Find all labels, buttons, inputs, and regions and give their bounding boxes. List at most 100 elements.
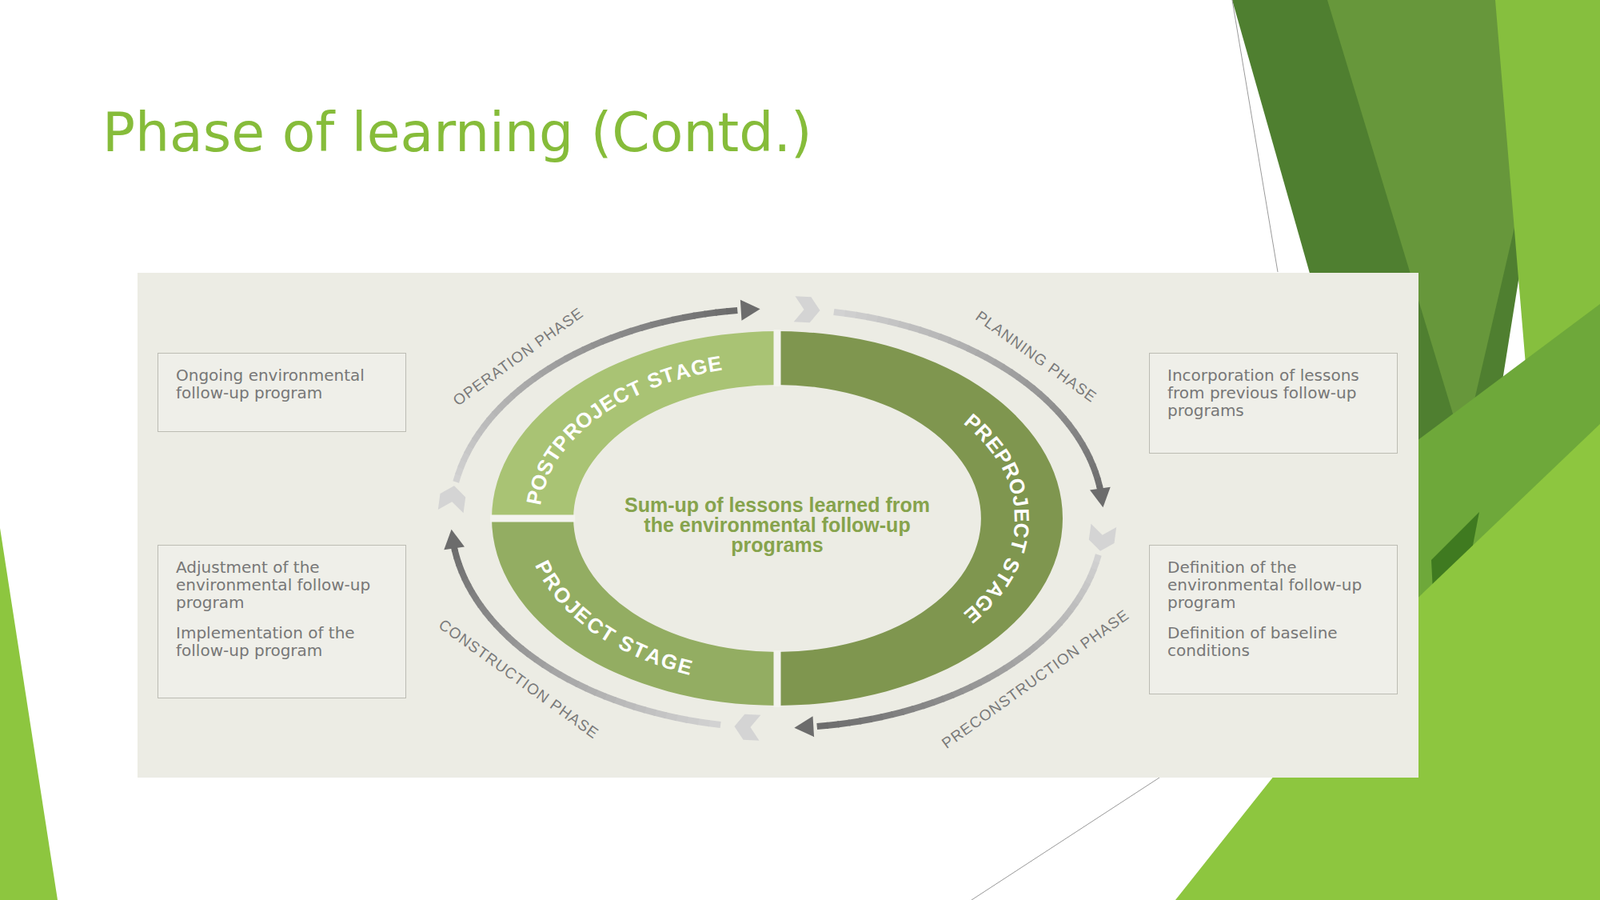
arrow-arc	[938, 335, 950, 340]
ring-gap	[490, 514, 575, 523]
arrow-chevron	[1089, 523, 1117, 551]
arrow-arc	[1087, 575, 1092, 584]
arrow-arc	[661, 319, 674, 323]
arrow-arc	[1065, 609, 1071, 617]
arrow-arc	[941, 694, 954, 699]
arrow-arc	[458, 563, 463, 572]
arrow-head	[794, 715, 814, 737]
arrow-arc	[467, 584, 472, 593]
arrow-arc	[511, 389, 520, 396]
arrow-arc	[576, 683, 587, 689]
arrow-arc	[671, 317, 684, 320]
info-box: Ongoing environmental follow-up program	[157, 352, 407, 432]
arrow-arc	[1041, 634, 1049, 642]
arrow-head	[443, 529, 465, 551]
arrow-arc	[591, 341, 603, 347]
arrow-arc	[1068, 423, 1074, 431]
arrow-arc	[932, 698, 944, 703]
arrow-arc	[1092, 464, 1096, 473]
arrow-arc	[1063, 417, 1070, 425]
arrow-arc	[988, 672, 998, 679]
stage-ring	[491, 331, 1063, 706]
arrow-arc	[957, 343, 969, 349]
arrow-arc	[909, 326, 922, 330]
diagram-panel	[137, 272, 1419, 778]
arrow-arc	[582, 345, 594, 351]
arrow-arc	[501, 630, 509, 638]
arrow-arc	[1097, 478, 1101, 487]
arrow-arc	[485, 611, 491, 619]
phase-arrow	[794, 523, 1117, 737]
arrow-arc	[533, 373, 543, 380]
center-caption: Sum-up of lessons learned from the envir…	[617, 494, 938, 555]
arrow-arc	[494, 406, 501, 415]
arrow-arc	[542, 664, 553, 671]
arrow-arc	[1025, 382, 1034, 389]
arrow-arc	[1012, 657, 1022, 664]
arrow-arc	[912, 705, 925, 709]
arrow-arc	[1020, 651, 1030, 659]
arrow-arc	[826, 723, 840, 726]
arrow-arc	[697, 721, 711, 723]
arrow-arc	[693, 313, 707, 316]
arrow-arc	[707, 722, 721, 725]
ring-gap	[774, 329, 782, 387]
arrow-head	[1089, 486, 1111, 508]
arrow-arc	[1047, 628, 1055, 636]
stage-letter: C	[1009, 521, 1033, 539]
ring-segment	[491, 331, 778, 519]
phase-label: OPERATION PHASE	[450, 304, 587, 410]
arrow-arc	[833, 311, 847, 314]
info-box: Adjustment of the environmental follow-u…	[157, 544, 407, 699]
arrow-arc	[993, 361, 1004, 368]
arrow-arc	[979, 677, 990, 683]
arrow-arc	[1052, 405, 1059, 413]
arrow-arc	[1083, 582, 1088, 591]
thin-line	[971, 777, 1160, 900]
stage-letter: J	[1009, 493, 1032, 509]
green-shape	[0, 527, 58, 900]
arrow-arc	[967, 347, 978, 353]
arrow-arc	[869, 716, 882, 719]
arrow-arc	[1081, 443, 1086, 452]
arrow-arc	[528, 653, 538, 660]
arrow-arc	[455, 473, 459, 482]
phase-label: CONSTRUCTION PHASE	[435, 616, 603, 743]
arrow-arc	[474, 432, 479, 441]
arrow-arc	[837, 722, 850, 724]
stage-letter: T	[1006, 536, 1030, 555]
arrow-arc	[623, 702, 635, 707]
phase-arrow	[438, 299, 761, 513]
arrow-arc	[507, 636, 515, 643]
arrow-arc	[499, 401, 507, 409]
ring-gap	[774, 650, 782, 707]
arrow-arc	[478, 426, 485, 434]
arrow-arc	[567, 678, 579, 685]
arrow-arc	[1079, 589, 1085, 598]
slide-title: Phase of learning (Contd.)	[102, 99, 813, 166]
arrow-arc	[961, 686, 972, 691]
arrow-arc	[1045, 399, 1054, 407]
box-text: Incorporation of lessons from previous f…	[1167, 366, 1380, 419]
arrow-arc	[859, 718, 873, 722]
arrow-arc	[521, 647, 530, 655]
arrow-arc	[1073, 430, 1079, 439]
arrow-arc	[898, 323, 911, 328]
arrow-arc	[922, 702, 934, 707]
info-box: Definition of the environmental follow-u…	[1149, 544, 1398, 695]
arrow-arc	[454, 550, 458, 559]
phase-arrow	[443, 529, 761, 741]
arrow-arc	[614, 699, 626, 704]
arrow-arc	[640, 324, 653, 328]
arrow-arc	[475, 598, 481, 607]
arrow-arc	[1027, 646, 1036, 653]
arrow-arc	[1085, 450, 1090, 459]
arrow-arc	[1093, 561, 1097, 570]
arrow-arc	[1089, 457, 1093, 466]
arrow-arc	[985, 356, 995, 363]
arrow-arc	[1059, 615, 1066, 623]
arrow-arc	[505, 395, 513, 403]
arrow-arc	[630, 327, 643, 332]
arrow-arc	[460, 459, 464, 468]
stage-letter: E	[706, 351, 724, 376]
